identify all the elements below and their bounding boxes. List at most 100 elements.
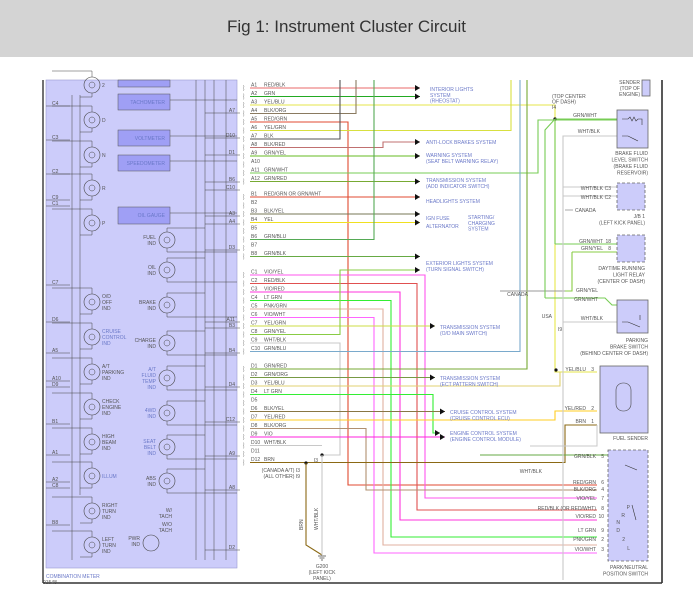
bulb-filament-icon <box>88 116 96 124</box>
indicator-label: IND <box>147 306 156 312</box>
right-wire-label: WHT/BLK <box>578 129 601 135</box>
wire-color-label: YEL/GRN <box>264 321 286 327</box>
switch-icon <box>624 464 638 521</box>
connector-pin-label: C7 <box>251 321 258 327</box>
usa-label: USA <box>542 314 553 320</box>
pns-position-label: N <box>616 520 620 526</box>
bulb-filament-icon <box>88 438 96 446</box>
connector-pin-label: A4 <box>251 108 257 114</box>
gauge-speedometer <box>117 154 171 172</box>
connector-terminal <box>242 391 245 398</box>
arrow-icon <box>430 374 435 381</box>
meter-pin-label: D9 <box>52 382 59 388</box>
park-neutral-position-switch <box>607 449 649 562</box>
wire-c2 <box>250 282 597 511</box>
destination-label: SYSTEM <box>430 93 451 99</box>
pns-position-label: 2 <box>622 537 625 543</box>
drl-relay-box <box>616 234 646 263</box>
meter-pin-label: C7 <box>52 280 59 286</box>
destination-label: CHARGING <box>468 221 495 227</box>
connector-pin-label: D5 <box>251 398 258 404</box>
right-wire-pin: 5 <box>601 454 604 460</box>
right-wire-label: GRN/YEL <box>576 288 598 294</box>
connector-terminal <box>242 84 245 92</box>
right-wire-pin: 6 <box>601 480 604 486</box>
right-wire-pin: 8 <box>601 506 604 512</box>
wire-d1 <box>250 80 528 370</box>
connector-pin-label: C3 <box>251 287 258 293</box>
splice-i9-label: I9 <box>558 327 562 333</box>
right-wire-pin: 1 <box>591 419 594 425</box>
meter-pin-label: A7 <box>229 108 235 114</box>
meter-pin-label: C8 <box>52 483 59 489</box>
gauge-voltmeter <box>117 129 171 147</box>
wire-color-label: RED/BLK <box>264 83 286 89</box>
connector-pin-label: D12 <box>251 457 260 463</box>
meter-pin-label: D2 <box>229 545 236 551</box>
gauge-label: SPEEDOMETER <box>127 161 166 167</box>
connector-terminal <box>242 110 245 117</box>
meter-pin-label: A11 <box>226 317 235 323</box>
connector-terminal <box>242 178 245 185</box>
splice-i3-label: I3 <box>314 458 318 464</box>
wire-color-label: GRN/BLK <box>264 251 287 257</box>
connector-pin-label: A7 <box>251 134 257 140</box>
splice-i3-i9-label: (ALL OTHER) I9 <box>264 474 301 480</box>
connector-terminal <box>242 219 245 226</box>
brake-fluid-switch-label: RESERVOIR) <box>617 171 648 177</box>
connector-terminal <box>242 416 245 424</box>
bulb-filament-icon <box>88 368 96 376</box>
meter-lead <box>80 345 93 350</box>
meter-pin-label: D10 <box>226 133 235 139</box>
meter-pin-label: B4 <box>229 348 235 354</box>
meter-lead <box>166 248 237 253</box>
meter-pin-label: C9 <box>52 195 59 201</box>
connector-pin-label: C1 <box>251 270 258 276</box>
indicator-label: ENGINE <box>102 405 122 411</box>
connector-pin-label: B2 <box>251 200 257 206</box>
indicator-label: 4WD <box>145 408 157 414</box>
meter-lead <box>80 415 93 420</box>
indicator-label: TEMP <box>142 379 157 385</box>
destination-label: SYSTEM <box>468 227 489 233</box>
bulb-filament-icon <box>163 409 171 417</box>
meter-pin-label: A1 <box>52 450 58 456</box>
destination-label: WARNING SYSTEM <box>426 153 472 159</box>
arrow-icon <box>430 323 435 329</box>
meter-lead <box>166 351 237 356</box>
connector-pin-label: D9 <box>251 432 258 438</box>
connector-pin-label: B1 <box>251 192 257 198</box>
meter-lead <box>80 196 93 201</box>
indicator-label: IND <box>147 482 156 488</box>
splice-i4-label: OF DASH) <box>552 100 576 106</box>
meter-pin-label: A4 <box>229 219 235 225</box>
wire-a7 <box>250 80 341 140</box>
right-wire-label: GRN/YEL <box>581 246 603 252</box>
destination-label: (RHEOSTAT) <box>430 99 460 105</box>
wire-color-label: BLK/YEL <box>264 209 285 215</box>
drl-relay-label: (CENTER OF DASH) <box>598 279 646 285</box>
wire-color-label: WHT/BLK <box>264 440 287 446</box>
meter-lead <box>166 421 237 426</box>
wire-a4 <box>250 80 357 115</box>
wire-brn-ground <box>305 463 323 556</box>
wire-color-label: GRN/WHT <box>264 168 288 174</box>
right-wire-label: YEL/BLU <box>565 367 586 373</box>
drl-relay-label: DAYTIME RUNNING <box>598 266 645 272</box>
connector-terminal <box>242 348 245 355</box>
destination-label: EXTERIOR LIGHTS SYSTEM <box>426 261 493 267</box>
destination-label: INTERIOR LIGHTS <box>430 87 474 93</box>
right-side-wire <box>545 297 620 306</box>
meter-pin-label: D4 <box>229 382 236 388</box>
right-wire-label: GRN/WHT <box>573 113 597 119</box>
connector-pin-label: C6 <box>251 312 258 318</box>
connector-pin-label: C4 <box>251 295 258 301</box>
bulb-filament-icon <box>163 339 171 347</box>
indicator-label: IND <box>147 344 156 350</box>
meter-lead <box>52 392 93 399</box>
right-wire-pin: 3 <box>591 367 594 373</box>
figure-title: Fig 1: Instrument Cluster Circuit <box>226 17 466 36</box>
indicator-label: IND <box>102 376 111 382</box>
wire-color-label: GRN/ORG <box>264 372 288 378</box>
meter-lead <box>52 287 93 294</box>
